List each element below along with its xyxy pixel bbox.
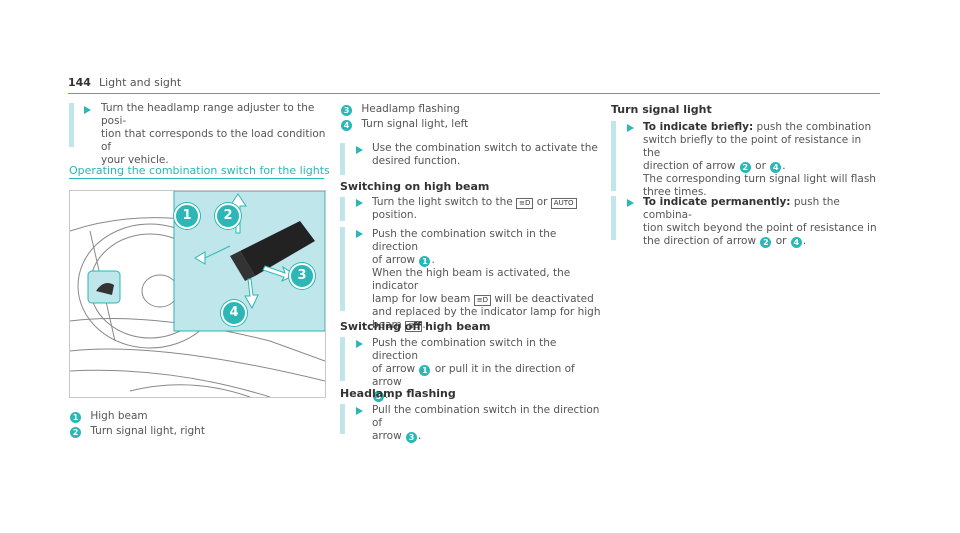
- step-bar: [611, 121, 616, 191]
- switching-on-step-1: Turn the light switch to the ≡D or AUTO …: [372, 196, 602, 222]
- text: position.: [372, 209, 417, 221]
- step-bar: [340, 227, 345, 311]
- text: The corresponding turn signal light will…: [643, 173, 876, 185]
- text: arrow: [372, 430, 402, 442]
- step-arrow-icon: [356, 340, 363, 348]
- text: or: [775, 235, 787, 247]
- step-arrow-icon: [627, 124, 634, 132]
- legend-num-2: 2: [70, 427, 81, 438]
- legend-label-2: Turn signal light, right: [90, 425, 205, 437]
- step-arrow-icon: [84, 106, 91, 114]
- arrow-3-icon: [262, 265, 297, 283]
- legend-item-3: 3 Headlamp flashing: [340, 103, 460, 116]
- text: will be deactivated: [494, 293, 594, 305]
- callout-ref-2: 2: [739, 162, 751, 173]
- text: or: [536, 196, 548, 208]
- text: direction of arrow: [643, 160, 736, 172]
- use-step-line-2: desired function.: [372, 155, 461, 167]
- intro-line-2: tion that corresponds to the load condit…: [101, 128, 326, 153]
- text: switch briefly to the point of resistanc…: [643, 134, 862, 159]
- text: three times.: [643, 186, 707, 198]
- page-title: Light and sight: [98, 76, 182, 89]
- switching-on-heading: Switching on high beam: [340, 180, 490, 193]
- use-step-line-1: Use the combination switch to activate t…: [372, 142, 598, 154]
- callout-4: 4: [221, 300, 247, 326]
- text: of arrow: [372, 254, 416, 266]
- turn-signal-permanent-step: To indicate permanently: push the combin…: [643, 196, 877, 248]
- section-rule: [69, 178, 324, 179]
- step-arrow-icon: [356, 230, 363, 238]
- flashing-step: Pull the combination switch in the direc…: [372, 404, 602, 443]
- header-rule: [68, 93, 880, 94]
- arrow-1-icon: [194, 245, 231, 265]
- step-bar: [611, 196, 616, 240]
- intro-line-1: Turn the headlamp range adjuster to the …: [101, 102, 315, 127]
- switching-off-heading: Switching off high beam: [340, 320, 491, 333]
- use-step: Use the combination switch to activate t…: [372, 142, 602, 168]
- step-arrow-icon: [356, 407, 363, 415]
- section-heading: Operating the combination switch for the…: [69, 164, 330, 177]
- legend-label-4: Turn signal light, left: [361, 118, 469, 130]
- step-bar: [340, 143, 345, 175]
- step-bar: [340, 337, 345, 381]
- text: and replaced by the indicator lamp for h…: [372, 306, 601, 318]
- legend-item-4: 4 Turn signal light, left: [340, 118, 468, 131]
- text: tion switch beyond the point of resistan…: [643, 222, 877, 234]
- permanently-label: To indicate permanently:: [643, 196, 791, 208]
- callout-ref-4: 4: [770, 162, 782, 173]
- legend-label-1: High beam: [90, 410, 148, 422]
- legend-num-4: 4: [341, 120, 352, 131]
- callout-ref-3: 3: [406, 432, 418, 443]
- combination-switch-figure: 1 2 3 4: [69, 190, 326, 398]
- callout-ref-1: 1: [419, 365, 431, 376]
- step-arrow-icon: [356, 199, 363, 207]
- legend-item-1: 1 High beam: [69, 410, 148, 423]
- arrow-4-icon: [244, 278, 259, 310]
- text: Pull the combination switch in the direc…: [372, 404, 600, 429]
- text: Push the combination switch in the direc…: [372, 228, 557, 253]
- briefly-label: To indicate briefly:: [643, 121, 754, 133]
- auto-light-symbol-icon: AUTO: [550, 198, 577, 209]
- page-number: 144: [68, 76, 91, 89]
- low-beam-symbol-icon: ≡D: [473, 295, 492, 306]
- legend-num-1: 1: [70, 412, 81, 423]
- step-bar: [340, 404, 345, 434]
- text: the direction of arrow: [643, 235, 757, 247]
- high-beam-symbol-icon: ≣D: [405, 321, 423, 332]
- text: push the combina-: [643, 196, 840, 221]
- callout-ref-1: 1: [419, 256, 431, 267]
- step-bar: [340, 197, 345, 221]
- callout-3: 3: [289, 263, 315, 289]
- intro-line-3: your vehicle.: [101, 154, 169, 166]
- low-beam-symbol-icon: ≡D: [516, 198, 534, 209]
- text: or: [755, 160, 766, 172]
- text: beam: [372, 319, 402, 331]
- legend-label-3: Headlamp flashing: [361, 103, 460, 115]
- callout-ref-4: 4: [790, 237, 802, 248]
- text: push the combination: [756, 121, 872, 133]
- turn-signal-briefly-step: To indicate briefly: push the combinatio…: [643, 121, 878, 199]
- turn-signal-heading: Turn signal light: [611, 103, 712, 116]
- flashing-heading: Headlamp flashing: [340, 387, 456, 400]
- callout-ref-3: 3: [373, 391, 384, 402]
- text: or pull it in the direction of arrow: [372, 363, 575, 388]
- callout-1: 1: [174, 203, 200, 229]
- legend-item-2: 2 Turn signal light, right: [69, 425, 205, 438]
- step-arrow-icon: [627, 199, 634, 207]
- text: lamp for low beam: [372, 293, 471, 305]
- page-header: 144 Light and sight: [68, 76, 181, 89]
- text: Push the combination switch in the direc…: [372, 337, 557, 362]
- step-arrow-icon: [356, 146, 363, 154]
- switching-on-step-2: Push the combination switch in the direc…: [372, 228, 601, 332]
- text: Turn the light switch to the: [372, 196, 513, 208]
- callout-2: 2: [215, 203, 241, 229]
- switching-off-step: Push the combination switch in the direc…: [372, 337, 602, 402]
- text: of arrow: [372, 363, 416, 375]
- legend-num-3: 3: [341, 105, 352, 116]
- step-bar: [69, 103, 74, 147]
- text: When the high beam is activated, the ind…: [372, 267, 571, 292]
- callout-ref-2: 2: [760, 237, 772, 248]
- intro-step: Turn the headlamp range adjuster to the …: [101, 102, 331, 167]
